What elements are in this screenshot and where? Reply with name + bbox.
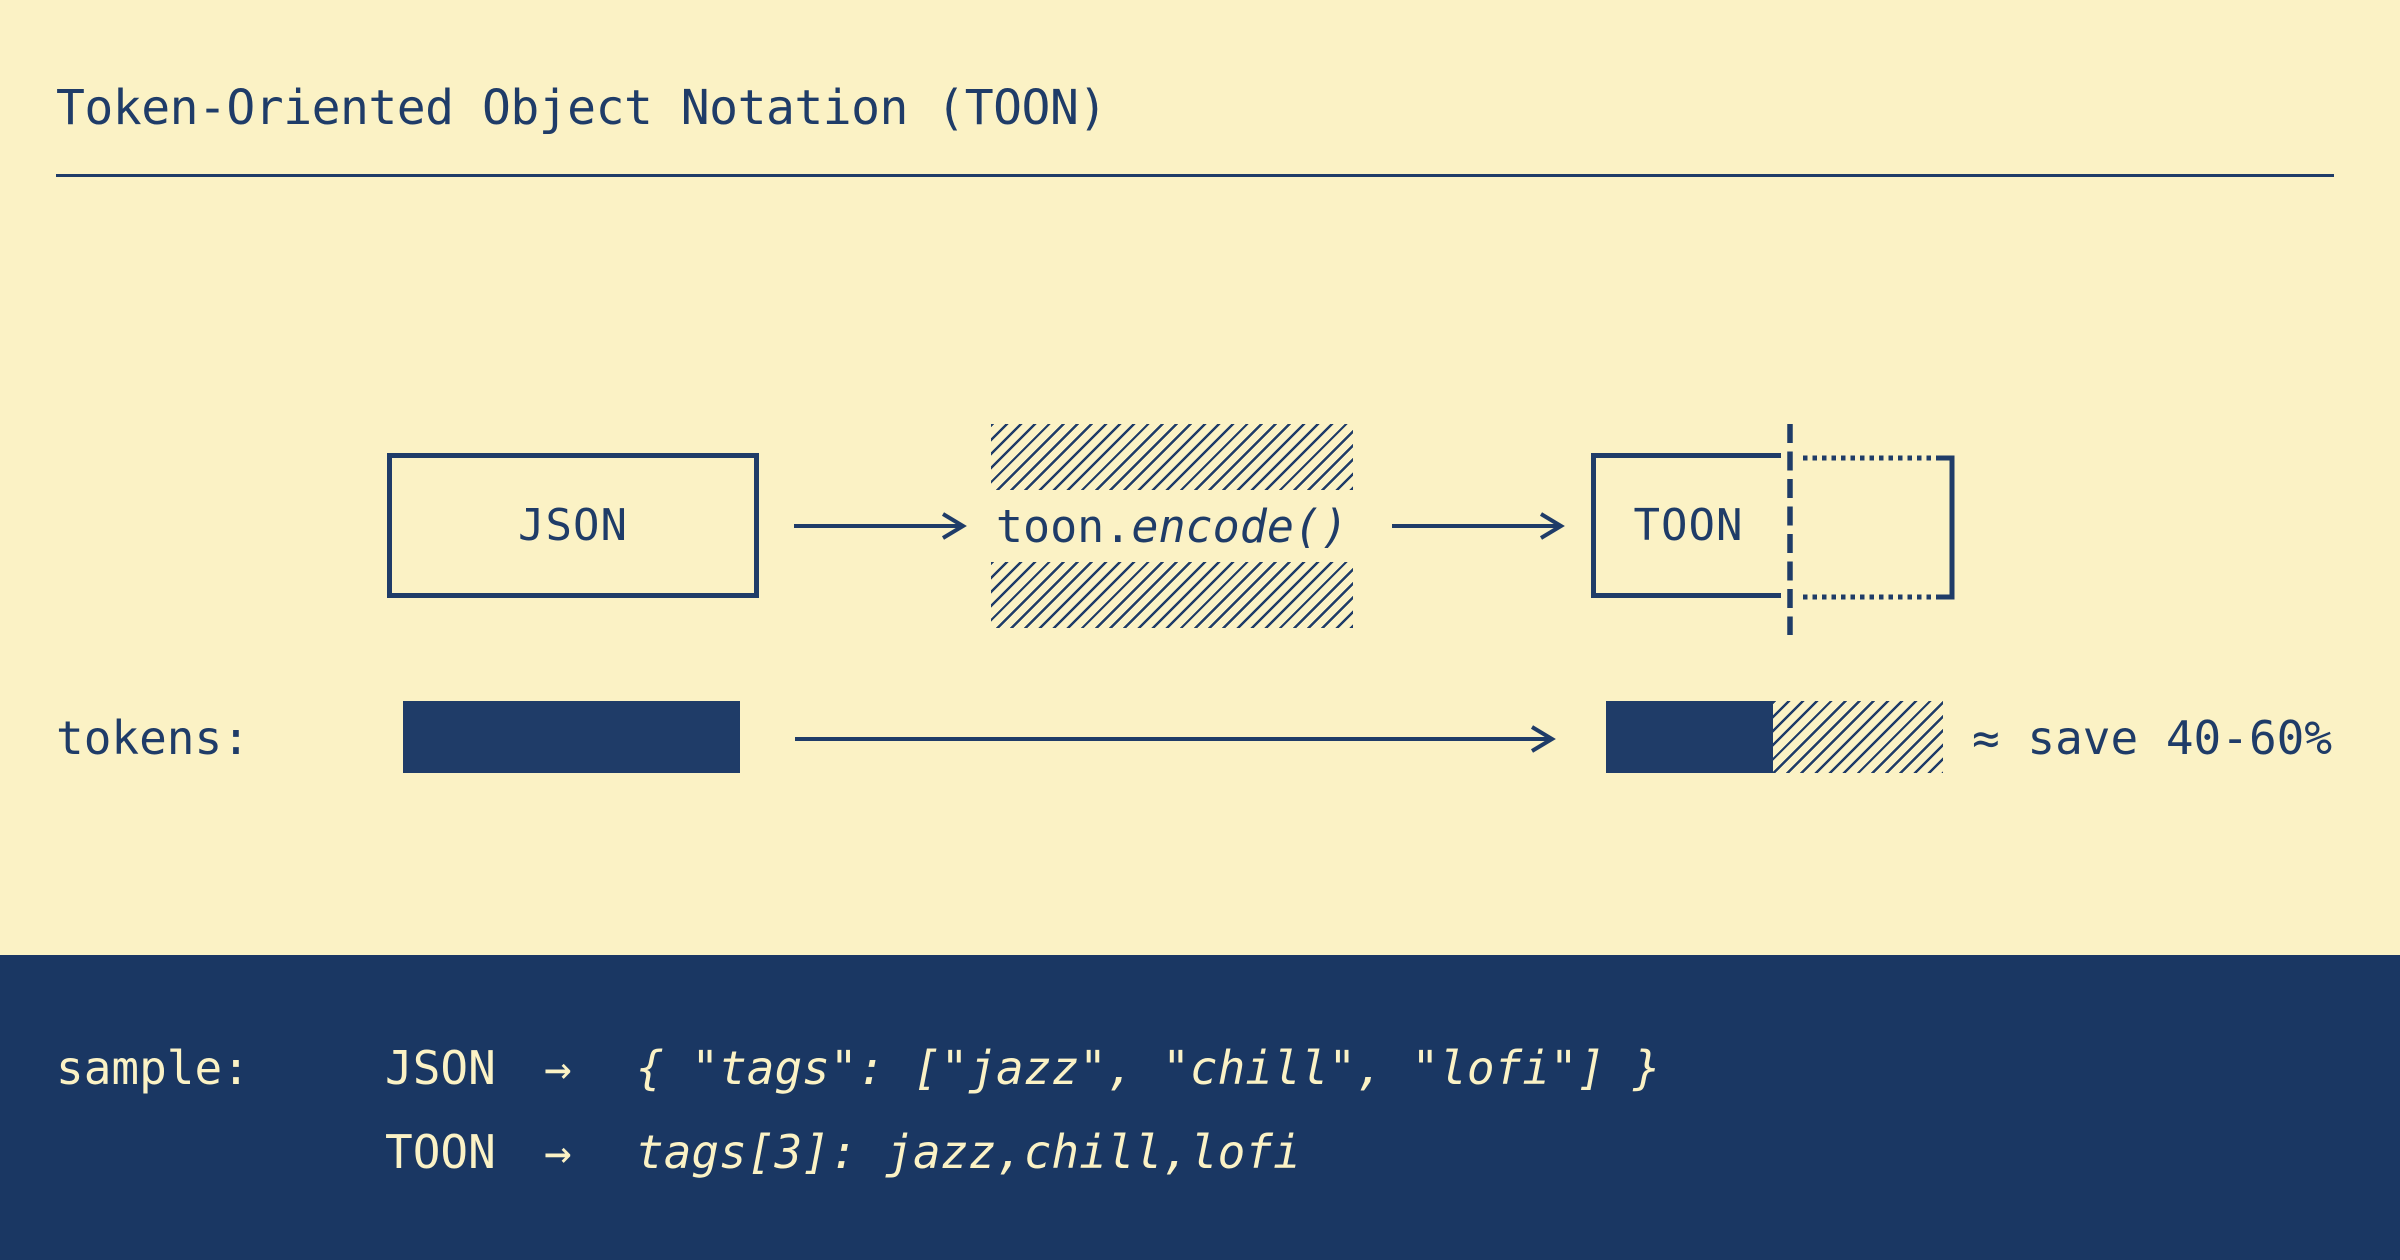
- toon-box-label: TOON: [1633, 500, 1744, 551]
- arrow-right-icon: →: [544, 1125, 572, 1179]
- encode-prefix: toon.: [995, 499, 1132, 553]
- hatch-band-bottom: [991, 562, 1353, 628]
- toon-box: TOON: [1591, 453, 1781, 598]
- title-divider: [56, 174, 2334, 177]
- page-title: Token-Oriented Object Notation (TOON): [56, 80, 1107, 136]
- sample-section: sample: JSON → { "tags": ["jazz", "chill…: [0, 955, 2400, 1260]
- sample-code: tags[3]: jazz,chill,lofi: [636, 1125, 1301, 1179]
- saved-token-bar-hatched: [1773, 701, 1943, 773]
- sample-code: { "tags": ["jazz", "chill", "lofi"] }: [636, 1041, 1661, 1095]
- savings-note: ≈ save 40-60%: [1972, 711, 2333, 765]
- encode-function-label: toon.encode(): [982, 494, 1362, 558]
- saved-outline-right: [1938, 455, 1955, 600]
- arrow-right-icon: →: [544, 1041, 572, 1095]
- toon-token-bar: [1606, 701, 1773, 773]
- encode-call: encode(): [1131, 499, 1349, 553]
- tokens-row-label: tokens:: [56, 711, 250, 765]
- sample-format: TOON: [385, 1125, 496, 1179]
- json-box: JSON: [387, 453, 759, 598]
- dashed-cut-line-and-saved-outline: [1787, 424, 1955, 635]
- json-token-bar: [403, 701, 740, 773]
- arrow-right-icon: [794, 512, 967, 540]
- sample-label: sample:: [56, 1041, 250, 1095]
- hatch-band-top: [991, 424, 1353, 490]
- arrow-right-icon: [795, 725, 1556, 753]
- arrow-right-icon: [1392, 512, 1565, 540]
- json-box-label: JSON: [518, 500, 628, 551]
- sample-format: JSON: [385, 1041, 496, 1095]
